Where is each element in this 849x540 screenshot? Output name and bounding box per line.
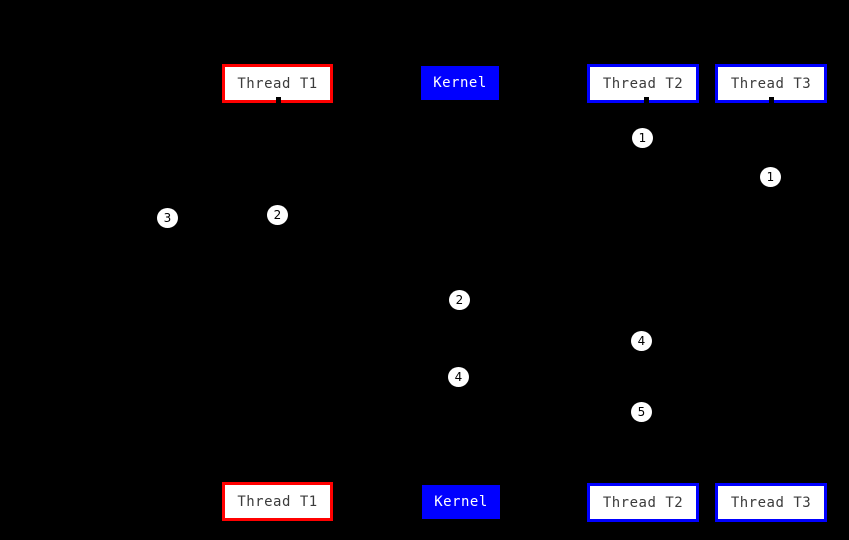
step-marker: 5	[631, 402, 652, 422]
actor-box-kernel-top: Kernel	[421, 66, 499, 100]
actor-label: Thread T1	[237, 75, 318, 92]
actor-box-thread-t3-bottom: Thread T3	[715, 483, 827, 522]
lifeline-tick	[276, 97, 281, 104]
actor-label: Thread T2	[602, 75, 684, 92]
step-marker: 1	[760, 167, 781, 187]
actor-label: Thread T2	[602, 494, 684, 511]
step-marker: 4	[631, 331, 652, 351]
lifeline-tick	[769, 479, 774, 486]
lifeline-tick	[644, 479, 649, 486]
step-marker: 4	[448, 367, 469, 387]
actor-label: Kernel	[433, 75, 487, 91]
actor-box-kernel-bottom: Kernel	[422, 485, 500, 519]
lifeline-tick	[769, 97, 774, 104]
step-marker: 1	[632, 128, 653, 148]
actor-label: Thread T1	[237, 493, 318, 510]
actor-box-thread-t1-top: Thread T1	[222, 64, 333, 103]
actor-box-thread-t1-bottom: Thread T1	[222, 482, 333, 521]
actor-label: Kernel	[434, 494, 488, 510]
actor-label: Thread T3	[730, 75, 812, 92]
lifeline-tick	[276, 478, 281, 485]
lifeline-tick	[644, 97, 649, 104]
actor-box-thread-t2-bottom: Thread T2	[587, 483, 699, 522]
step-marker: 2	[267, 205, 288, 225]
actor-box-thread-t2-top: Thread T2	[587, 64, 699, 103]
step-marker: 3	[157, 208, 178, 228]
step-marker: 2	[449, 290, 470, 310]
actor-label: Thread T3	[730, 494, 812, 511]
